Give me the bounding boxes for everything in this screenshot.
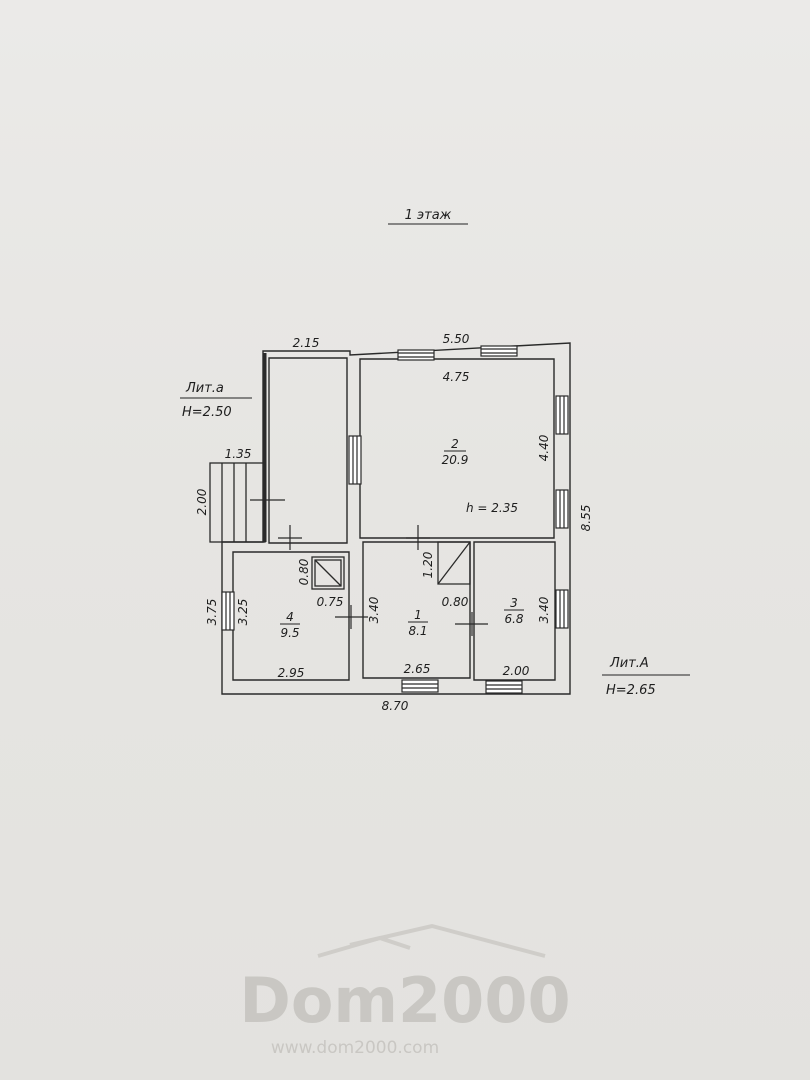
window-bottom-1 bbox=[401, 679, 439, 693]
dim-room3-width: 2.00 bbox=[503, 664, 530, 678]
lit-A-height: H=2.65 bbox=[606, 683, 656, 698]
dim-porch-width: 1.35 bbox=[225, 447, 252, 461]
room-4-label: 4 9.5 bbox=[280, 610, 300, 640]
dim-room2-width: 4.75 bbox=[443, 370, 470, 384]
room-1-label: 1 8.1 bbox=[408, 608, 428, 638]
room-4-area: 9.5 bbox=[280, 626, 299, 640]
dim-top-right: 5.50 bbox=[443, 332, 470, 346]
dim-porch-depth: 2.00 bbox=[195, 488, 209, 515]
outer-walls bbox=[221, 342, 571, 695]
watermark-url: www.dom2000.com bbox=[271, 1038, 439, 1058]
dim-stove-width: 0.75 bbox=[317, 595, 344, 609]
dim-room2-depth: 4.40 bbox=[537, 434, 551, 461]
window-bottom-2 bbox=[485, 680, 523, 694]
window-right-3 bbox=[555, 589, 569, 629]
dim-room1-depth: 3.40 bbox=[367, 596, 381, 623]
room-3-area: 6.8 bbox=[504, 612, 523, 626]
windows bbox=[221, 345, 569, 694]
dim-room3-depth: 3.40 bbox=[537, 596, 551, 623]
ceiling-height: h = 2.35 bbox=[466, 501, 518, 515]
dim-closet-height: 1.20 bbox=[421, 551, 435, 578]
window-mid bbox=[348, 435, 362, 485]
dim-overall-width: 8.70 bbox=[382, 699, 409, 713]
room-2-label: 2 20.9 bbox=[442, 437, 469, 467]
dim-room1-width: 2.65 bbox=[404, 662, 431, 676]
lit-A-name: Лит.А bbox=[609, 656, 649, 671]
room-3-label: 3 6.8 bbox=[504, 596, 524, 626]
watermark-roof-icon bbox=[317, 923, 546, 958]
window-right-2 bbox=[555, 489, 569, 529]
room-2-area: 20.9 bbox=[442, 453, 469, 467]
room-1-number: 1 bbox=[414, 608, 422, 622]
watermark-brand: Dom2000 bbox=[239, 964, 570, 1037]
room-2-number: 2 bbox=[451, 437, 459, 451]
watermark: Dom2000 www.dom2000.com bbox=[239, 923, 571, 1058]
dim-closet-width: 0.80 bbox=[442, 595, 469, 609]
dim-top-left: 2.15 bbox=[293, 336, 320, 350]
door-marks bbox=[250, 488, 488, 636]
porch bbox=[209, 462, 266, 543]
dim-overall-height: 8.55 bbox=[579, 505, 593, 532]
window-left bbox=[221, 591, 235, 631]
lit-a-height: H=2.50 bbox=[182, 405, 232, 420]
dim-room4-depth: 3.25 bbox=[236, 599, 250, 626]
closet bbox=[437, 541, 471, 585]
floor-title: 1 этаж bbox=[405, 208, 452, 223]
room-4-number: 4 bbox=[286, 610, 294, 624]
dim-room4-width: 2.95 bbox=[278, 666, 305, 680]
room-1-area: 8.1 bbox=[408, 624, 427, 638]
lit-a-name: Лит.а bbox=[185, 381, 224, 396]
window-top-2 bbox=[480, 345, 518, 357]
window-right-1 bbox=[555, 395, 569, 435]
stove bbox=[311, 556, 345, 590]
dim-stove-small: 0.80 bbox=[297, 558, 311, 585]
dim-left-outer: 3.75 bbox=[205, 599, 219, 626]
room-3-number: 3 bbox=[510, 596, 518, 610]
window-top-1 bbox=[397, 349, 435, 361]
